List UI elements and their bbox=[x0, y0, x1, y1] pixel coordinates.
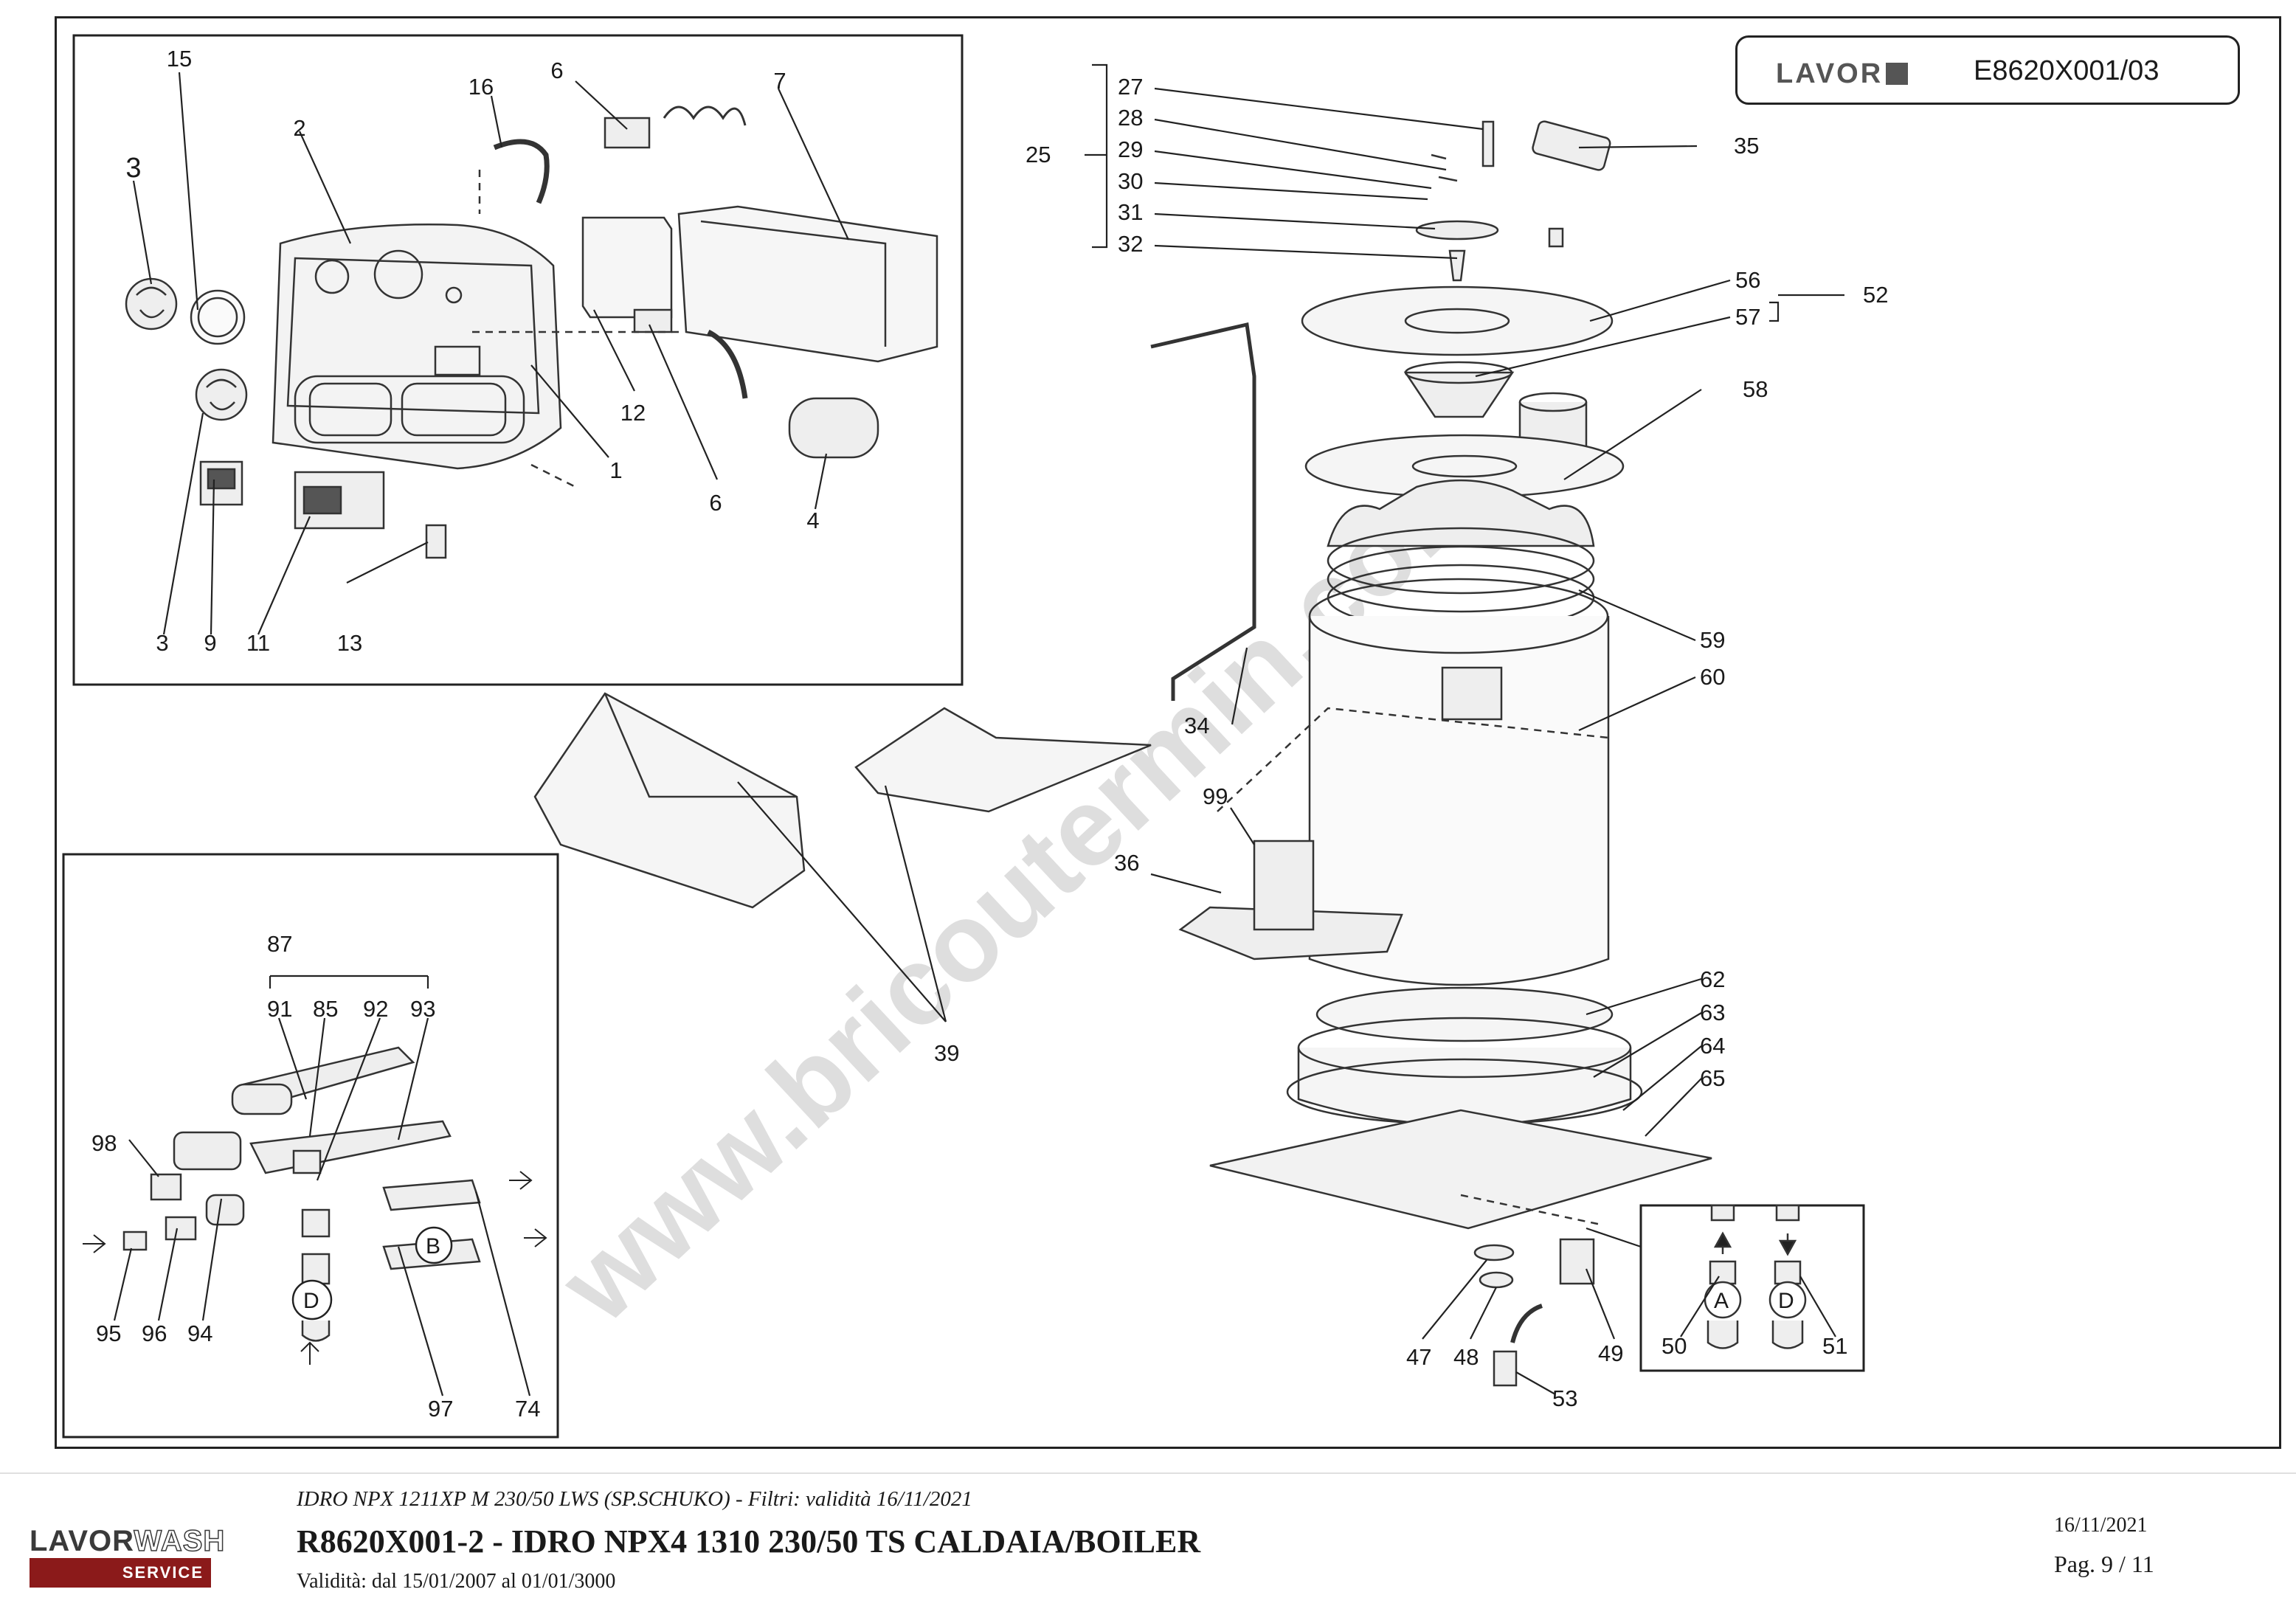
marker-D-left: D bbox=[303, 1289, 319, 1313]
callout-6-lower: 6 bbox=[709, 490, 722, 516]
callout-36: 36 bbox=[1114, 850, 1139, 876]
marker-B: B bbox=[426, 1234, 440, 1259]
callout-92: 92 bbox=[363, 996, 388, 1022]
callout-27: 27 bbox=[1118, 74, 1143, 100]
header-title-box: LAVOR E8620X001/03 bbox=[1735, 35, 2240, 105]
marker-A: A bbox=[1714, 1289, 1729, 1313]
callout-95: 95 bbox=[96, 1321, 121, 1346]
callout-1: 1 bbox=[609, 457, 622, 483]
callout-63: 63 bbox=[1700, 1000, 1725, 1025]
callout-58: 58 bbox=[1743, 376, 1768, 402]
callout-13: 13 bbox=[337, 630, 362, 656]
footer-date: 16/11/2021 bbox=[2054, 1514, 2148, 1537]
doc-code: E8620X001/03 bbox=[1974, 55, 2160, 86]
callout-12: 12 bbox=[620, 400, 646, 426]
brand-logo: LAVOR bbox=[1776, 58, 1909, 90]
callout-74: 74 bbox=[515, 1396, 540, 1422]
callout-3-upper: 3 bbox=[125, 153, 141, 184]
callout-85: 85 bbox=[313, 996, 338, 1022]
callout-53: 53 bbox=[1552, 1385, 1577, 1411]
callout-51: 51 bbox=[1822, 1333, 1847, 1359]
inset-connectors-box bbox=[1639, 1204, 1865, 1372]
callout-25: 25 bbox=[1026, 142, 1051, 167]
inset-panel-box bbox=[72, 34, 964, 686]
callout-11: 11 bbox=[246, 630, 270, 656]
callout-28: 28 bbox=[1118, 105, 1143, 131]
callout-98: 98 bbox=[91, 1130, 117, 1156]
callout-35: 35 bbox=[1734, 133, 1759, 159]
footer-divider bbox=[0, 1472, 2296, 1474]
callout-29: 29 bbox=[1118, 136, 1143, 162]
inset-fittings-box bbox=[62, 853, 559, 1439]
callout-47: 47 bbox=[1406, 1344, 1431, 1370]
callout-91: 91 bbox=[267, 996, 292, 1022]
callout-94: 94 bbox=[187, 1321, 212, 1346]
callout-65: 65 bbox=[1700, 1065, 1725, 1091]
callout-52: 52 bbox=[1863, 282, 1888, 308]
callout-3-lower: 3 bbox=[156, 630, 168, 656]
callout-97: 97 bbox=[428, 1396, 453, 1422]
fittings-drawing bbox=[122, 1046, 481, 1342]
callout-15: 15 bbox=[167, 46, 192, 72]
callout-57: 57 bbox=[1735, 304, 1760, 330]
callout-50: 50 bbox=[1662, 1333, 1687, 1359]
callout-96: 96 bbox=[142, 1321, 167, 1346]
callout-9: 9 bbox=[204, 630, 216, 656]
footer-title: R8620X001-2 - IDRO NPX4 1310 230/50 TS C… bbox=[297, 1523, 1201, 1560]
callout-31: 31 bbox=[1118, 199, 1143, 225]
callout-6: 6 bbox=[550, 58, 563, 83]
callout-7: 7 bbox=[773, 68, 786, 94]
exploded-parts-diagram: www.bricoutermin.com bbox=[62, 34, 1888, 1439]
control-panel-drawing bbox=[125, 105, 938, 559]
callout-56: 56 bbox=[1735, 267, 1760, 293]
callout-32: 32 bbox=[1118, 231, 1143, 257]
callout-4: 4 bbox=[806, 508, 819, 533]
callout-59: 59 bbox=[1700, 627, 1725, 653]
page-number: Pag. 9 / 11 bbox=[2054, 1551, 2154, 1577]
drawing-frame bbox=[55, 16, 2281, 1449]
callout-64: 64 bbox=[1700, 1033, 1725, 1059]
marker-D-circle bbox=[291, 1279, 333, 1321]
callout-49: 49 bbox=[1598, 1340, 1623, 1366]
callout-60: 60 bbox=[1700, 664, 1725, 690]
callout-62: 62 bbox=[1700, 966, 1725, 992]
callout-48: 48 bbox=[1453, 1344, 1479, 1370]
footer-logo: LAVORWASH SERVICE bbox=[30, 1524, 225, 1591]
callout-30: 30 bbox=[1118, 168, 1143, 194]
boiler-drawing bbox=[533, 120, 1712, 1387]
callout-2: 2 bbox=[293, 115, 305, 141]
callout-39: 39 bbox=[934, 1040, 959, 1066]
footer-subtitle: IDRO NPX 1211XP M 230/50 LWS (SP.SCHUKO)… bbox=[297, 1487, 972, 1511]
callout-87: 87 bbox=[267, 931, 292, 957]
marker-B-circle bbox=[415, 1226, 453, 1264]
callout-34: 34 bbox=[1184, 713, 1209, 738]
callout-16: 16 bbox=[468, 74, 494, 100]
callout-99: 99 bbox=[1203, 783, 1228, 809]
callout-93: 93 bbox=[410, 996, 435, 1022]
marker-D-right: D bbox=[1778, 1289, 1794, 1313]
footer-validity: Validità: dal 15/01/2007 al 01/01/3000 bbox=[297, 1570, 616, 1593]
